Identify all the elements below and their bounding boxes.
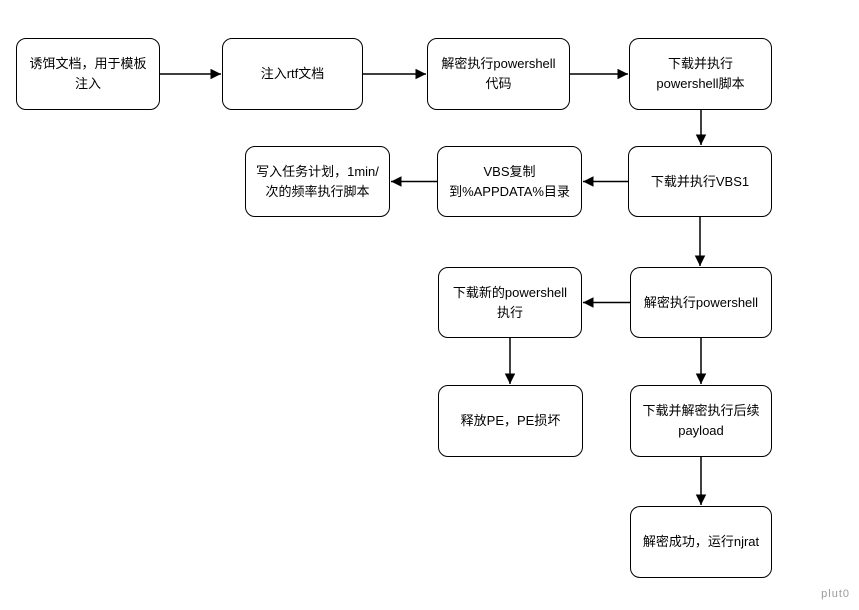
- flow-node-inject-rtf: 注入rtf文档: [222, 38, 363, 110]
- flow-node-download-exec-ps-script: 下载并执行 powershell脚本: [629, 38, 772, 110]
- flow-node-vbs-copy-appdata: VBS复制 到%APPDATA%目录: [437, 146, 582, 217]
- watermark: plut0: [821, 588, 850, 600]
- flow-node-download-decrypt-payload: 下载并解密执行后续 payload: [630, 385, 772, 457]
- flow-node-download-new-ps: 下载新的powershell 执行: [438, 267, 582, 338]
- flow-node-release-pe: 释放PE，PE损坏: [438, 385, 583, 457]
- flow-node-run-njrat: 解密成功，运行njrat: [630, 506, 772, 578]
- flow-node-lure-doc: 诱饵文档，用于模板 注入: [16, 38, 160, 110]
- flow-node-download-exec-vbs1: 下载并执行VBS1: [628, 146, 772, 217]
- flow-node-decrypt-exec-ps-code: 解密执行powershell 代码: [427, 38, 570, 110]
- flow-node-decrypt-exec-ps: 解密执行powershell: [630, 267, 772, 338]
- flow-node-write-task-schedule: 写入任务计划，1min/ 次的频率执行脚本: [245, 146, 390, 217]
